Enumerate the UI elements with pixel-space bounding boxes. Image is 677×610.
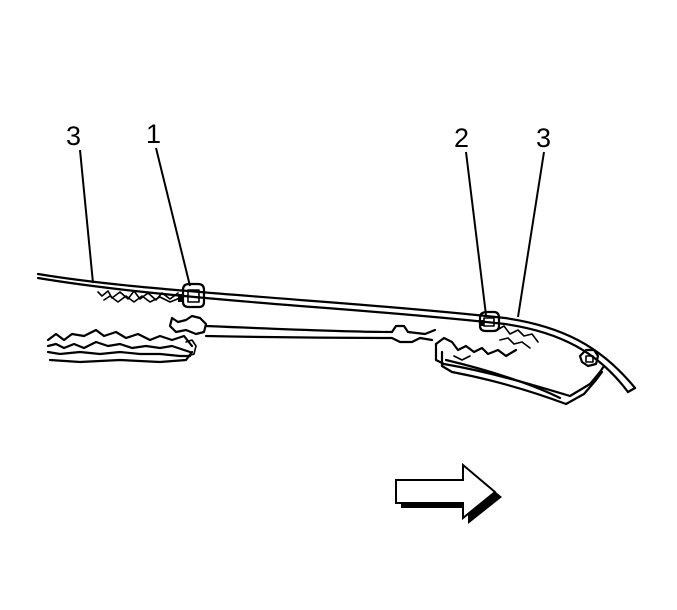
callout-label-1: 1 <box>146 119 161 149</box>
leader-line-2 <box>465 151 487 316</box>
clip-2 <box>478 310 501 333</box>
right-sealer-bracket <box>434 325 539 358</box>
left-inner-roof-rail <box>46 328 197 364</box>
roof-rail-upper-flange <box>168 314 437 344</box>
callout-label-3-left: 3 <box>66 121 81 151</box>
callout-label-2: 2 <box>454 123 469 153</box>
clip-1 <box>178 282 206 309</box>
arrow-right-icon <box>395 462 502 524</box>
leader-line-3-right <box>517 151 545 318</box>
leader-line-1 <box>155 147 191 287</box>
leader-line-3-left <box>79 149 94 284</box>
right-edge-retainer <box>578 348 600 368</box>
right-roof-rail-channel <box>434 342 606 406</box>
callout-label-3-right: 3 <box>536 123 551 153</box>
left-sealer-bead <box>97 290 181 303</box>
roof-molding-outer-panel <box>36 272 637 394</box>
